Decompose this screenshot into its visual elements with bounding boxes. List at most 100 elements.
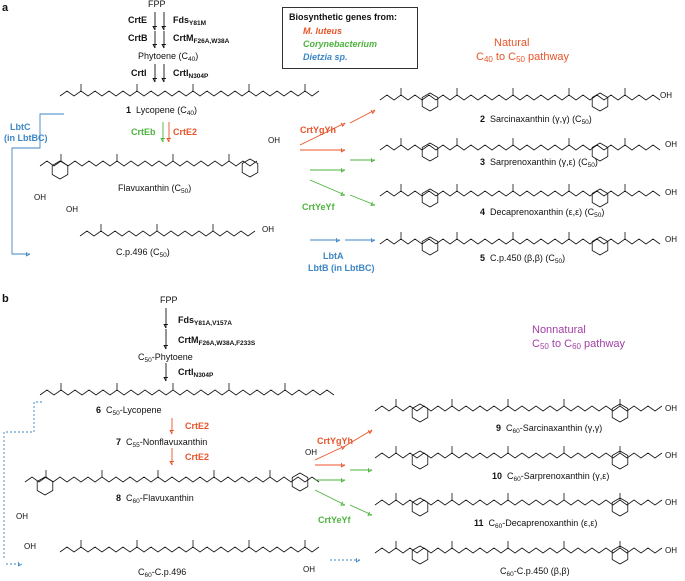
nonnatural-label: Nonnatural <box>532 324 586 336</box>
crte2-label-a: CrtE2 <box>173 127 198 137</box>
arrow-b-dashed-right-head <box>356 558 361 563</box>
product-2-label: 2 Sarcinaxanthin (γ,γ) (C50) <box>480 114 592 126</box>
c50-lycopene-label: 6 C50-Lycopene <box>96 405 162 417</box>
p10-ring-left <box>411 450 429 470</box>
oh-p3: OH <box>665 140 677 149</box>
p9-ring-right <box>611 403 629 423</box>
crtm-label: CrtMF26A,W38A <box>173 33 230 45</box>
arrow-crteb-head <box>160 138 165 143</box>
crtb-label: CrtB <box>128 33 148 43</box>
nonnatural-pathway-label: C50 to C60 pathway <box>532 338 626 351</box>
oh-flav-b-top: OH <box>305 448 317 457</box>
flavuxanthin-ring-right <box>241 158 259 178</box>
c60-flav-ring-right <box>291 472 309 492</box>
p5-ring-right <box>591 236 609 256</box>
crtyeyf-label-a: CrtYeYf <box>302 202 335 212</box>
oh-p11: OH <box>665 498 677 507</box>
arrow-b-green-4 <box>349 504 373 516</box>
arrow-b-dashed-left-head <box>18 562 23 567</box>
fpp-label-b: FPP <box>160 295 178 305</box>
arrow-b-green-3-head <box>340 501 346 506</box>
p4-ring-left <box>421 188 439 208</box>
arrow-a-green-2-head <box>371 158 376 163</box>
arrow-fpp-1-head <box>152 26 157 31</box>
natural-label: Natural <box>494 37 530 49</box>
p11-chain <box>374 499 663 506</box>
crte2-label-b1: CrtE2 <box>185 421 210 431</box>
arrow-a-orange-3 <box>349 109 376 124</box>
arrow-a-orange-1 <box>299 122 346 146</box>
lycopene-label: 1 Lycopene (C40) <box>126 105 197 117</box>
product-4-label: 4 Decaprenoxanthin (ε,ε) (C50) <box>480 207 605 219</box>
legend-title: Biosynthetic genes from: <box>289 12 398 22</box>
p10-chain <box>374 452 663 459</box>
arrow-b-orange-1 <box>314 445 346 461</box>
oh-flav-a-top: OH <box>268 136 280 145</box>
arrow-b-orange-2 <box>344 429 373 447</box>
p2-chain <box>379 94 661 101</box>
flavuxanthin-ring-left <box>51 160 69 180</box>
oh-flav-a: OH <box>34 193 46 202</box>
p12-ring-right <box>611 545 629 565</box>
oh-cp-b-left: OH <box>24 542 36 551</box>
product-5-label: 5 C.p.450 (β,β) (C50) <box>480 253 566 265</box>
b-dashed-path <box>3 401 42 558</box>
arrow-b-green-2-head <box>368 468 373 473</box>
legend-corynebacterium: Corynebacterium <box>303 39 378 49</box>
arrow-fpp-2-head <box>161 26 166 31</box>
crtygyh-label-a: CrtYgYh <box>300 125 336 135</box>
fpp-label: FPP <box>148 0 166 9</box>
legend-m-luteus: M. luteus <box>303 26 343 36</box>
c55-nonflavuxanthin-label: 7 C55-Nonflavuxanthin <box>116 437 208 449</box>
oh-cp-b-right: OH <box>303 565 315 574</box>
p11-ring-left <box>411 497 429 517</box>
product-9-label: 9 C60-Sarcinaxanthin (γ,γ) <box>496 423 603 435</box>
lbta-label: LbtA <box>323 251 344 261</box>
p3-chain <box>379 144 661 151</box>
cp496-label: C.p.496 (C50) <box>116 247 170 259</box>
p4-chain <box>379 190 661 197</box>
crti-n304p-label: CrtIN304P <box>173 68 209 80</box>
p3-ring-left <box>421 142 439 162</box>
arrow-b-orange-3-head <box>341 463 346 468</box>
oh-p4: OH <box>665 188 677 197</box>
arrow-a-orange-2-head <box>341 148 346 153</box>
c60-flavuxanthin-label: 8 C60-Flavuxanthin <box>116 493 194 505</box>
arrow-a-green-4 <box>349 194 376 206</box>
arrow-b-crte2-1-head <box>169 430 174 435</box>
lbtc-sub-label: (in LbtBC) <box>4 133 48 143</box>
legend-box: Biosynthetic genes from: M. luteus Coryn… <box>282 7 418 69</box>
p11-ring-right <box>611 497 629 517</box>
lycopene-chain <box>59 90 320 97</box>
lbtc-arrow-head <box>26 252 31 257</box>
flavuxanthin-label: Flavuxanthin (C50) <box>118 183 192 195</box>
p12-ring-left <box>411 545 429 565</box>
oh-p9: OH <box>665 404 677 413</box>
p12-chain <box>374 547 663 554</box>
oh-p2: OH <box>660 91 672 100</box>
legend-dietzia: Dietzia sp. <box>303 52 348 62</box>
oh-p12: OH <box>665 546 677 555</box>
c60-flav-ring-left <box>36 476 54 496</box>
lbtc-label: LbtC <box>10 122 31 132</box>
crtygyh-label-b: CrtYgYh <box>317 436 353 446</box>
crti-label-b: CrtIN304P <box>178 367 214 379</box>
crte2-label-b2: CrtE2 <box>185 452 210 462</box>
c50-phytoene-label: C50-Phytoene <box>138 352 193 364</box>
p5-chain <box>379 238 661 245</box>
crti-label: CrtI <box>131 68 147 78</box>
p5-ring-left <box>421 236 439 256</box>
arrow-b-crte2-2-head <box>169 461 174 466</box>
p9-chain <box>374 405 663 412</box>
p4-ring-right <box>591 188 609 208</box>
arrow-crtm-head <box>161 44 166 49</box>
arrow-b-crti-head <box>163 377 168 382</box>
arrow-a-blue-2-head <box>371 238 376 243</box>
oh-cp-a-left: OH <box>66 205 78 214</box>
phytoene-label: Phytoene (C40) <box>138 51 199 63</box>
arrow-crte2-head <box>166 138 171 143</box>
fds-label: FdsY81M <box>173 15 206 27</box>
p2-ring-right <box>591 92 609 112</box>
arrow-b-orange-1-head <box>340 445 346 451</box>
